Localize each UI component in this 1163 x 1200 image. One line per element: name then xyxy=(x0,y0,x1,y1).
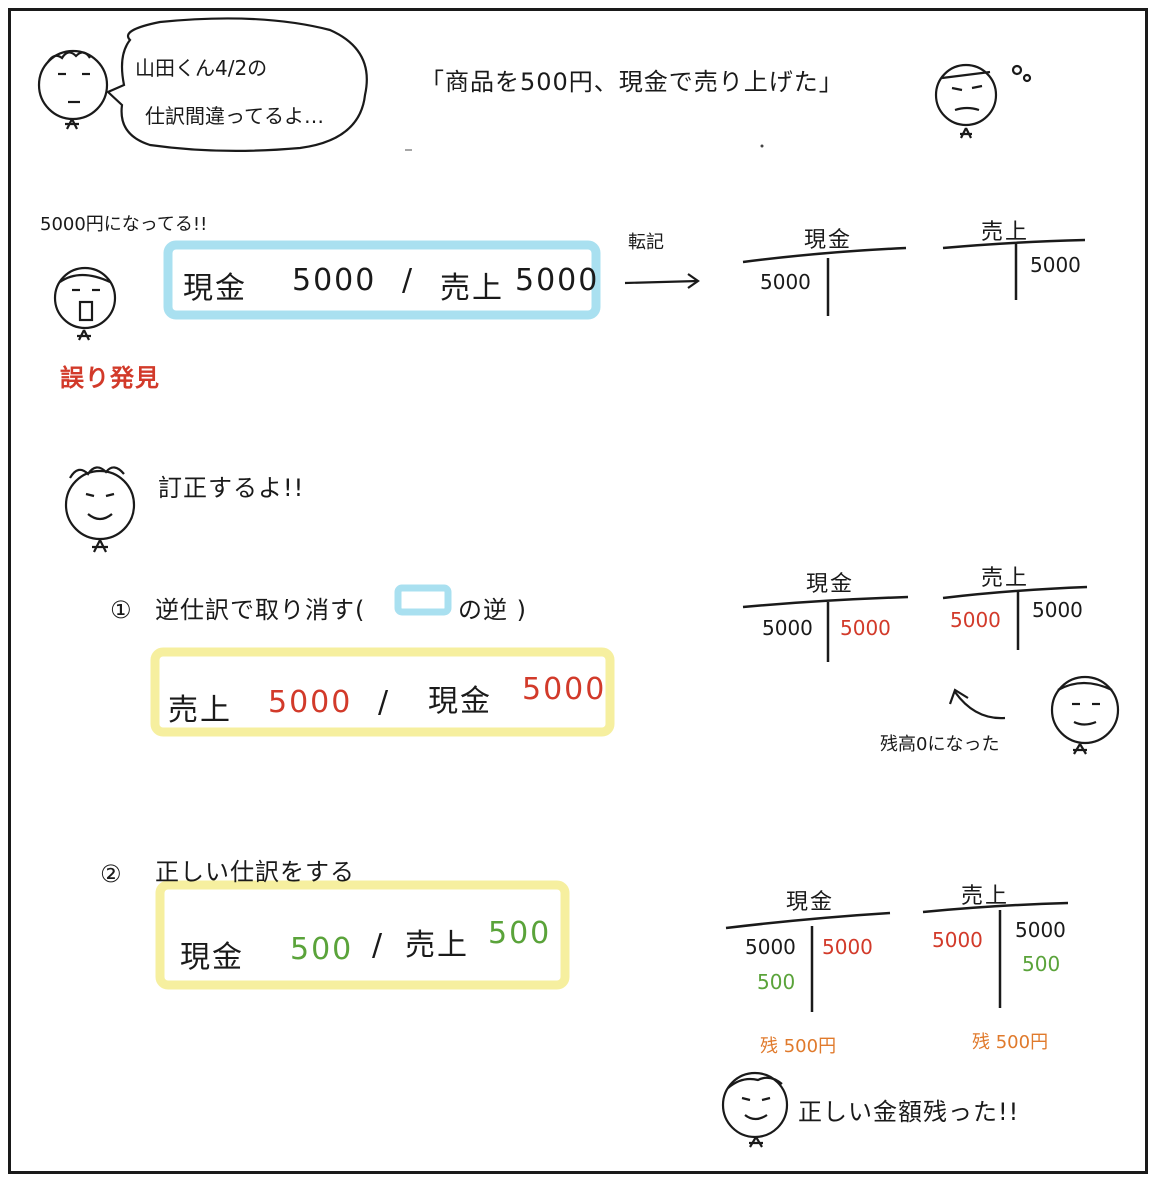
error-found-caption: 誤り発見 xyxy=(60,364,160,392)
final-note: 正しい金額残った!! xyxy=(798,1098,1020,1126)
surprised-face-icon xyxy=(53,266,117,341)
speech-bubble-icon xyxy=(106,17,368,152)
ledger-bottom-sales-credit-1: 5000 xyxy=(1015,918,1066,942)
ledger-top-cash-title: 現金 xyxy=(803,228,852,253)
happy-face-icon xyxy=(721,1071,789,1148)
ledger-mid-sales-title: 売上 xyxy=(980,566,1029,591)
step2-slash: / xyxy=(372,928,385,963)
arrow-right-icon xyxy=(624,273,700,289)
step1-slash: / xyxy=(378,685,391,720)
wrong-credit-account: 売上 xyxy=(440,271,504,306)
ledger-bottom-sales-debit: 5000 xyxy=(932,928,983,952)
ledger-mid-sales-credit: 5000 xyxy=(1032,598,1083,622)
step1-credit-amount: 5000 xyxy=(522,672,607,707)
speech-line-1: 山田くん4/2の xyxy=(135,56,268,80)
worried-face-icon xyxy=(934,63,1032,139)
step2-number: ② xyxy=(100,860,123,888)
ledger-mid-tlines xyxy=(742,585,1088,662)
wrong-entry-slash: / xyxy=(402,263,415,298)
step1-debit-account: 売上 xyxy=(168,693,232,728)
page-frame xyxy=(8,8,1148,1174)
step2-credit-account: 売上 xyxy=(405,928,469,963)
curved-arrow-icon xyxy=(948,688,1006,720)
ledger-bottom-cash-debit-2: 500 xyxy=(757,970,796,994)
ledger-bottom-tlines xyxy=(725,901,1069,1012)
character-face-icon xyxy=(37,49,109,130)
step2-text: 正しい仕訳をする xyxy=(155,858,355,886)
ledger-top-sales-title: 売上 xyxy=(980,220,1029,245)
ledger-mid-cash-credit: 5000 xyxy=(840,616,891,640)
correct-entry-highlight xyxy=(155,880,570,990)
correction-heading: 訂正するよ!! xyxy=(158,474,305,502)
content-face-icon xyxy=(1050,675,1120,755)
ledger-bottom-cash-credit: 5000 xyxy=(822,935,873,959)
wrong-entry-highlight xyxy=(163,240,601,320)
wrong-amount-note: 5000円になってる!! xyxy=(40,214,208,235)
ledger-bottom-sales-title: 売上 xyxy=(960,884,1009,909)
ledger-bottom-cash-title: 現金 xyxy=(785,890,834,915)
ledger-bottom-sales-credit-2: 500 xyxy=(1022,952,1061,976)
reverse-entry-highlight xyxy=(150,647,615,737)
smiling-face-icon xyxy=(64,466,136,553)
balance-zero-note: 残高0になった xyxy=(880,734,1000,755)
ledger-mid-sales-debit: 5000 xyxy=(950,608,1001,632)
step2-debit-account: 現金 xyxy=(180,940,244,975)
ledger-top-tlines xyxy=(742,238,1086,316)
reference-box-icon xyxy=(394,584,452,616)
step2-credit-amount: 500 xyxy=(488,916,552,951)
ledger-bottom-cash-balance: 残 500円 xyxy=(760,1036,837,1057)
ledger-top-cash-debit: 5000 xyxy=(760,270,811,294)
wrong-debit-account: 現金 xyxy=(183,271,247,306)
wrong-debit-amount: 5000 xyxy=(292,263,377,298)
stray-dot xyxy=(760,144,764,148)
step1-number: ① xyxy=(110,596,133,624)
ledger-bottom-cash-debit-1: 5000 xyxy=(745,935,796,959)
ledger-bottom-sales-balance: 残 500円 xyxy=(972,1032,1049,1053)
ledger-mid-cash-debit: 5000 xyxy=(762,616,813,640)
transfer-label: 転記 xyxy=(628,232,664,253)
problem-quote: 「商品を500円、現金で売り上げた」 xyxy=(420,68,844,96)
ledger-top-sales-credit: 5000 xyxy=(1030,253,1081,277)
step1-text-a: 逆仕訳で取り消す( xyxy=(155,596,366,624)
ledger-mid-cash-title: 現金 xyxy=(805,572,854,597)
step1-credit-account: 現金 xyxy=(428,684,492,719)
wrong-credit-amount: 5000 xyxy=(515,263,600,298)
step1-debit-amount: 5000 xyxy=(268,685,353,720)
step2-debit-amount: 500 xyxy=(290,932,354,967)
speech-line-2: 仕訳間違ってるよ… xyxy=(145,104,324,128)
step1-text-b: の逆 ) xyxy=(458,596,527,624)
